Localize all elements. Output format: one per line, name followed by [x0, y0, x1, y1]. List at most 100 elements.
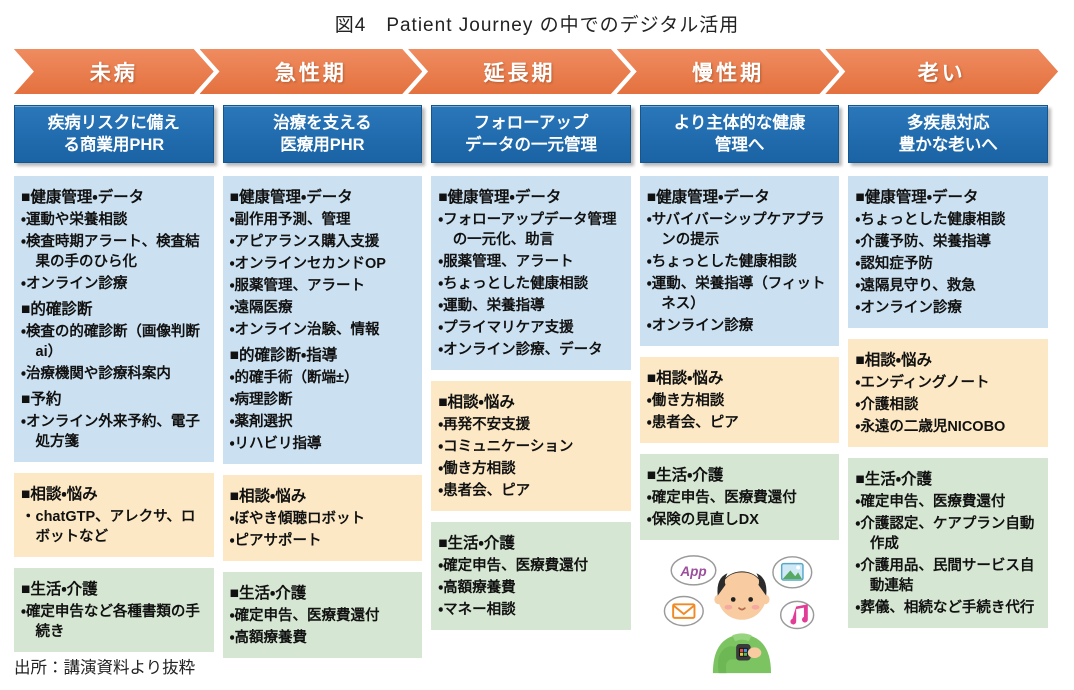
bullet-item: 副作用予測、管理: [230, 210, 416, 230]
bullet-item: 患者会、ピア: [438, 481, 624, 501]
bullet-item: 介護用品、民間サービス自動連結: [855, 556, 1041, 596]
section-heading: ■相談・悩み: [855, 352, 933, 369]
bullet-item: アピアランス購入支援: [230, 232, 416, 252]
stage-sections: ■健康管理・データちょっとした健康相談介護予防、栄養指導認知症予防遠隔見守り、救…: [848, 176, 1048, 628]
section-health: ■健康管理・データ副作用予測、管理アピアランス購入支援オンラインセカンドOP服薬…: [222, 176, 423, 464]
section-consult: ■相談・悩み chatGTP、アレクサ、ロボットなど: [14, 473, 214, 557]
bullet-item: 高額療養費: [230, 628, 416, 648]
bullet-item: オンライン治験、情報: [230, 320, 416, 340]
person-figure: [712, 571, 771, 674]
person-illustration: App: [640, 551, 840, 675]
journey-column: 未病 疾病リスクに備え る商業用PHR ■健康管理・データ運動や栄養相談検査時期…: [14, 49, 214, 675]
stage-label: 未病: [89, 61, 138, 85]
person-with-smartwatch: App: [663, 555, 814, 674]
bullet-item: エンディングノート: [855, 373, 1041, 393]
bullet-item: ちょっとした健康相談: [647, 252, 833, 272]
bullet-item: 検査時期アラート、検査結果の手のひら化: [21, 232, 207, 272]
section-heading: ■生活・介護: [646, 467, 724, 484]
section-heading: ■健康管理・データ: [646, 189, 770, 206]
section-heading: ■健康管理・データ: [229, 189, 353, 206]
bullet-item: オンライン診療、データ: [438, 340, 624, 360]
photo-icon: [771, 556, 813, 589]
bullet-item: 確定申告、医療費還付: [230, 606, 416, 626]
bullet-item: ちょっとした健康相談: [438, 274, 624, 294]
bullet-item: オンライン診療: [647, 316, 833, 336]
bullet-item: 認知症予防: [855, 254, 1041, 274]
section-consult: ■相談・悩みエンディングノート介護相談永遠の二歳児NICOBO: [848, 339, 1048, 447]
stage-header-box: 多疾患対応 豊かな老いへ: [848, 105, 1048, 163]
stage-sections: ■健康管理・データサバイバーシップケアプランの提示ちょっとした健康相談運動、栄養…: [639, 176, 840, 675]
section-health: ■健康管理・データちょっとした健康相談介護予防、栄養指導認知症予防遠隔見守り、救…: [848, 176, 1048, 328]
journey-column: 老い 多疾患対応 豊かな老いへ ■健康管理・データちょっとした健康相談介護予防、…: [848, 49, 1048, 675]
stage-header-box: フォローアップ データの一元管理: [431, 105, 631, 163]
bullet-item: コミュニケーション: [438, 437, 624, 457]
section-heading: ■生活・介護: [229, 585, 307, 602]
bullet-item: 再発不安支援: [438, 415, 624, 435]
bullet-item: 介護相談: [855, 395, 1041, 415]
section-heading: ■予約: [21, 391, 62, 408]
bullet-item: ぼやき傾聴ロボット: [230, 509, 416, 529]
section-heading: ■健康管理・データ: [438, 189, 562, 206]
bullet-item: プライマリケア支援: [438, 318, 624, 338]
section-heading: ■健康管理・データ: [21, 189, 145, 206]
section-heading: ■相談・悩み: [21, 486, 98, 503]
music-note-icon: [779, 600, 814, 630]
journey-board: 未病 疾病リスクに備え る商業用PHR ■健康管理・データ運動や栄養相談検査時期…: [0, 49, 1074, 675]
bullet-item: オンライン外来予約、電子処方箋: [21, 412, 207, 452]
section-life: ■生活・介護確定申告など各種書類の手続き: [14, 568, 214, 652]
bullet-item: 服薬管理、アラート: [438, 252, 624, 272]
section-consult: ■相談・悩みぼやき傾聴ロボットピアサポート: [222, 475, 423, 561]
bullet-item: 確定申告、医療費還付: [855, 492, 1041, 512]
bullet-item: 遠隔医療: [230, 298, 416, 318]
journey-column: 延長期 フォローアップ データの一元管理 ■健康管理・データフォローアップデータ…: [431, 49, 631, 675]
bullet-item: オンライン診療: [855, 298, 1041, 318]
bullet-item: オンラインセカンドOP: [230, 254, 416, 274]
section-heading: ■相談・悩み: [229, 488, 307, 505]
section-health: ■健康管理・データ運動や栄養相談検査時期アラート、検査結果の手のひら化オンライン…: [14, 176, 214, 462]
section-life: ■生活・介護確定申告、医療費還付保険の見直しDX: [639, 454, 840, 540]
section-heading: ■生活・介護: [21, 581, 98, 598]
bullet-item: 治療機関や診療科案内: [21, 364, 207, 384]
stage-header-box: 治療を支える 医療用PHR: [222, 105, 423, 163]
source-note: 出所：講演資料より抜粋: [14, 658, 196, 677]
bullet-item: 病理診断: [230, 390, 416, 410]
section-heading: ■相談・悩み: [646, 370, 724, 387]
stage-sections: ■健康管理・データ運動や栄養相談検査時期アラート、検査結果の手のひら化オンライン…: [14, 176, 214, 652]
bullet-item: 運動や栄養相談: [21, 210, 207, 230]
bullet-item: 葬儀、相続など手続き代行: [855, 598, 1041, 618]
bullet-item: chatGTP、アレクサ、ロボットなど: [21, 507, 207, 547]
section-heading: ■生活・介護: [438, 535, 515, 552]
stage-arrow: 急性期: [200, 49, 423, 94]
section-health: ■健康管理・データフォローアップデータ管理の一元化、助言服薬管理、アラートちょっ…: [431, 176, 631, 370]
section-consult: ■相談・悩み働き方相談患者会、ピア: [639, 357, 840, 443]
figure-title: 図4 Patient Journey の中でのデジタル活用: [334, 15, 740, 36]
app-bubble-icon: App: [670, 555, 717, 586]
section-heading: ■生活・介護: [855, 471, 933, 488]
stage-sections: ■健康管理・データ副作用予測、管理アピアランス購入支援オンラインセカンドOP服薬…: [222, 176, 423, 658]
stage-label: 急性期: [274, 61, 347, 85]
stage-label: 延長期: [483, 61, 556, 85]
bullet-item: 介護認定、ケアプラン自動作成: [855, 514, 1041, 554]
bullet-item: オンライン診療: [21, 274, 207, 294]
bullet-item: フォローアップデータ管理の一元化、助言: [438, 210, 624, 250]
stage-header-box: より主体的な健康 管理へ: [639, 105, 840, 163]
section-life: ■生活・介護確定申告、医療費還付高額療養費マネー相談: [431, 522, 631, 630]
bullet-item: 服薬管理、アラート: [230, 276, 416, 296]
bullet-item: 働き方相談: [647, 391, 833, 411]
section-life: ■生活・介護確定申告、医療費還付高額療養費: [222, 572, 423, 658]
stage-arrow: 未病: [14, 49, 214, 94]
bullet-item: 検査の的確診断（画像判断ai）: [21, 322, 207, 362]
bullet-item: 介護予防、栄養指導: [855, 232, 1041, 252]
stage-label: 慢性期: [692, 61, 765, 85]
section-consult: ■相談・悩み再発不安支援コミュニケーション働き方相談患者会、ピア: [431, 381, 631, 511]
bullet-item: 確定申告、医療費還付: [647, 488, 833, 508]
stage-sections: ■健康管理・データフォローアップデータ管理の一元化、助言服薬管理、アラートちょっ…: [431, 176, 631, 630]
journey-column: 慢性期 より主体的な健康 管理へ ■健康管理・データサバイバーシップケアプランの…: [640, 49, 840, 675]
bullet-item: ピアサポート: [230, 531, 416, 551]
bullet-item: 薬剤選択: [230, 412, 416, 432]
stage-arrow: 慢性期: [617, 49, 840, 94]
section-health: ■健康管理・データサバイバーシップケアプランの提示ちょっとした健康相談運動、栄養…: [639, 176, 840, 346]
stage-header-box: 疾病リスクに備え る商業用PHR: [14, 105, 214, 163]
section-heading: ■的確診断・指導: [229, 347, 338, 364]
